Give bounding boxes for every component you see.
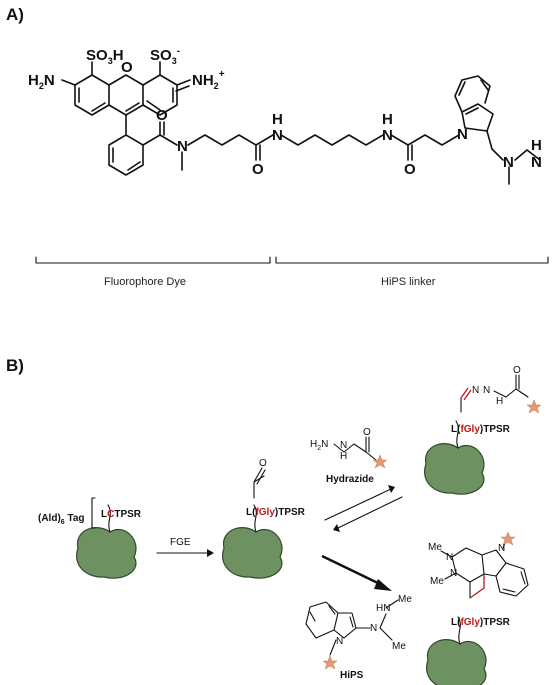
panel-b-label: B) [6,356,24,375]
hydrazone-star-icon [526,399,542,414]
hips-reagent-n-indole: N [336,636,343,647]
hips-label: HiPS [340,670,364,681]
svg-text:N: N [531,154,542,171]
fgly-sequence-3: L(fGly)TPSR [451,617,511,628]
hydrazide-label: Hydrazide [326,474,374,485]
hips-reagent-hn: HN [376,603,390,614]
fge-label: FGE [170,537,191,548]
svg-text:SO3H: SO3H [86,47,124,66]
hydrazide-o: O [363,427,371,438]
hips-product-star-icon [500,531,516,546]
hips-reagent-structure [305,599,399,656]
fgly-sequence-1: L(fGly)TPSR [246,507,306,518]
linker-bracket [275,256,549,264]
svg-text:H: H [531,137,542,154]
hips-reagent-n: N [370,623,377,634]
protein-hips-product [426,539,529,685]
hydrazone-o: O [513,365,521,376]
protein-hydrazone [424,374,529,495]
protein-fgly [222,467,283,579]
svg-text:N: N [177,138,188,155]
fluorophore-bracket [35,256,271,264]
hips-reagent-me1: Me [398,594,412,605]
panel-a-label: A) [6,5,24,24]
svg-text:NH2+: NH2+ [192,69,225,91]
svg-text:N: N [382,127,393,144]
svg-text:SO3-: SO3- [150,46,180,66]
tag-sequence: LCTPSR [101,509,142,520]
hips-product-n2: N [450,568,457,579]
hydrazone-n1: N [472,385,479,396]
svg-text:O: O [252,161,264,178]
hydrazide-h: H [340,451,347,462]
hips-product-n-indole: N [498,543,505,554]
svg-text:H: H [272,111,283,128]
svg-text:N: N [503,154,514,171]
fluorophore-structure [61,61,541,185]
fge-arrow [156,549,214,557]
hydrazone-h: H [496,396,503,407]
hydrazide-structure [333,436,377,461]
equilibrium-arrows [324,485,403,532]
fgly-sequence-2: L(fGly)TPSR [451,424,511,435]
svg-text:O: O [404,161,416,178]
tag-label: (Ald)6 Tag [38,513,85,526]
hips-product-me2: Me [430,576,444,587]
svg-text:O: O [156,107,168,124]
fluorophore-atom-labels: SO3H SO3- H2N NH2+ O O N H N O H N O N N… [28,46,542,178]
aldehyde-oxygen: O [259,458,267,469]
hydrazide-star-icon [372,454,388,469]
svg-text:N: N [272,127,283,144]
hips-product-n1: N [446,552,453,563]
hydrazide-n: N [340,440,347,451]
protein-tagged [76,497,137,579]
svg-text:H: H [382,111,393,128]
svg-text:O: O [121,59,133,76]
svg-text:N: N [457,126,468,143]
fluorophore-dye-label: Fluorophore Dye [104,276,186,288]
hips-product-me1: Me [428,542,442,553]
hips-reagent-me2: Me [392,641,406,652]
svg-text:H2N: H2N [28,72,55,91]
hips-arrow [321,554,392,591]
hips-reagent-star-icon [322,655,338,670]
hydrazide-h2n: H2N [310,439,328,452]
hips-linker-label: HiPS linker [381,276,436,288]
hydrazone-n2: N [483,385,490,396]
